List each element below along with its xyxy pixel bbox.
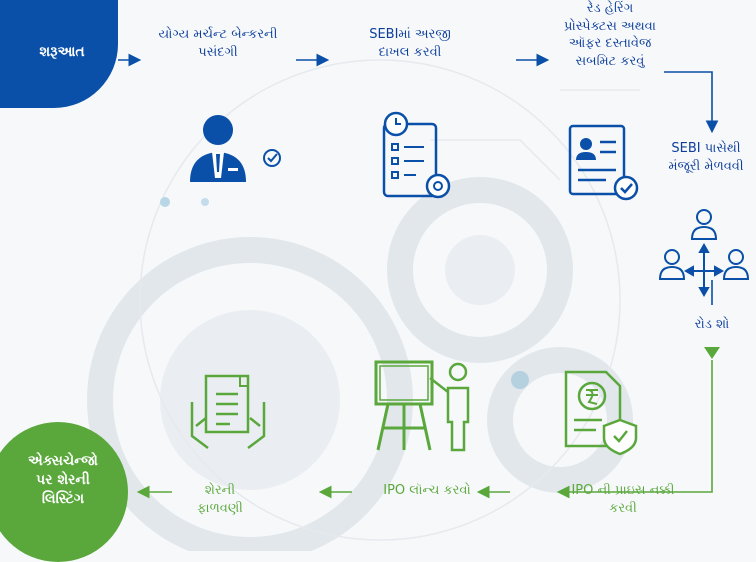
arrow-redherring-to-approval [664,71,719,134]
rupee-document-shield-icon [564,370,638,456]
step-ipo-price: IPO ની પ્રાઇસ નક્કી કરવી [571,483,675,516]
step-road-show: રોડ શો [694,317,730,332]
arrow-roadshow-down [704,347,720,359]
step-share-allotment: શેરની ફાળવણી [197,483,243,516]
step-sebi-approval: SEBI પાસેથી મંજૂરી મેળવવી [668,141,744,174]
document-profile-check-icon [568,124,639,201]
start-badge [0,0,118,108]
clipboard-gear-icon [382,111,451,199]
step-merchant-banker: યોગ્ય મર્ચન્ટ બેન્કરની પસંદગી [158,27,278,60]
arrow-roadshow-to-price [556,360,713,499]
end-label: એક્સચેન્જો પર શેરની લિસ્ટિંગ [28,453,98,507]
step-ipo-launch: IPO લૉન્ચ કરવો [383,483,471,498]
start-label: શરૂઆત [39,44,85,60]
paper-hands-icon [190,374,266,449]
step-sebi-application: SEBIમાં અરજી દાખલ કરવી [369,27,451,60]
end-badge [0,422,128,562]
presentation-board-icon [374,360,470,452]
businessman-check-icon [190,115,281,182]
people-network-icon [658,209,750,298]
step-red-herring: રેડ હેરિંગ પ્રોસ્પેક્ટસ અથવા ઑફર દસ્તાવે… [564,1,656,69]
